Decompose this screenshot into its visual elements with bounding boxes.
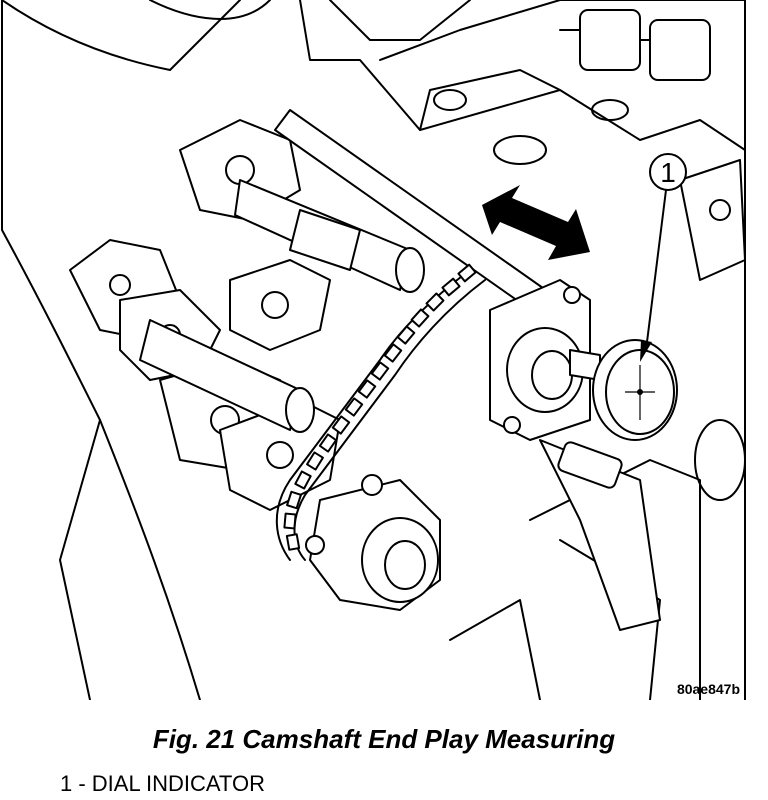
figure-id-label: 80ae847b <box>677 681 740 697</box>
dial-indicator <box>539 339 678 631</box>
callout-number: 1 <box>660 157 676 188</box>
camshafts <box>139 179 425 433</box>
figure-caption: Fig. 21 Camshaft End Play Measuring <box>152 724 616 754</box>
cylinder-head-top <box>379 0 746 281</box>
camshaft-sprocket-right <box>489 279 591 441</box>
timing-chain <box>275 263 486 561</box>
engine-illustration: 1 80ae847b <box>1 0 746 700</box>
legend-item: 1 - DIAL INDICATOR <box>60 771 265 796</box>
end-play-double-arrow <box>482 185 590 260</box>
camshaft-bearing-caps <box>69 119 341 511</box>
lower-sprocket <box>305 474 441 611</box>
callout-1: 1 <box>640 153 687 362</box>
